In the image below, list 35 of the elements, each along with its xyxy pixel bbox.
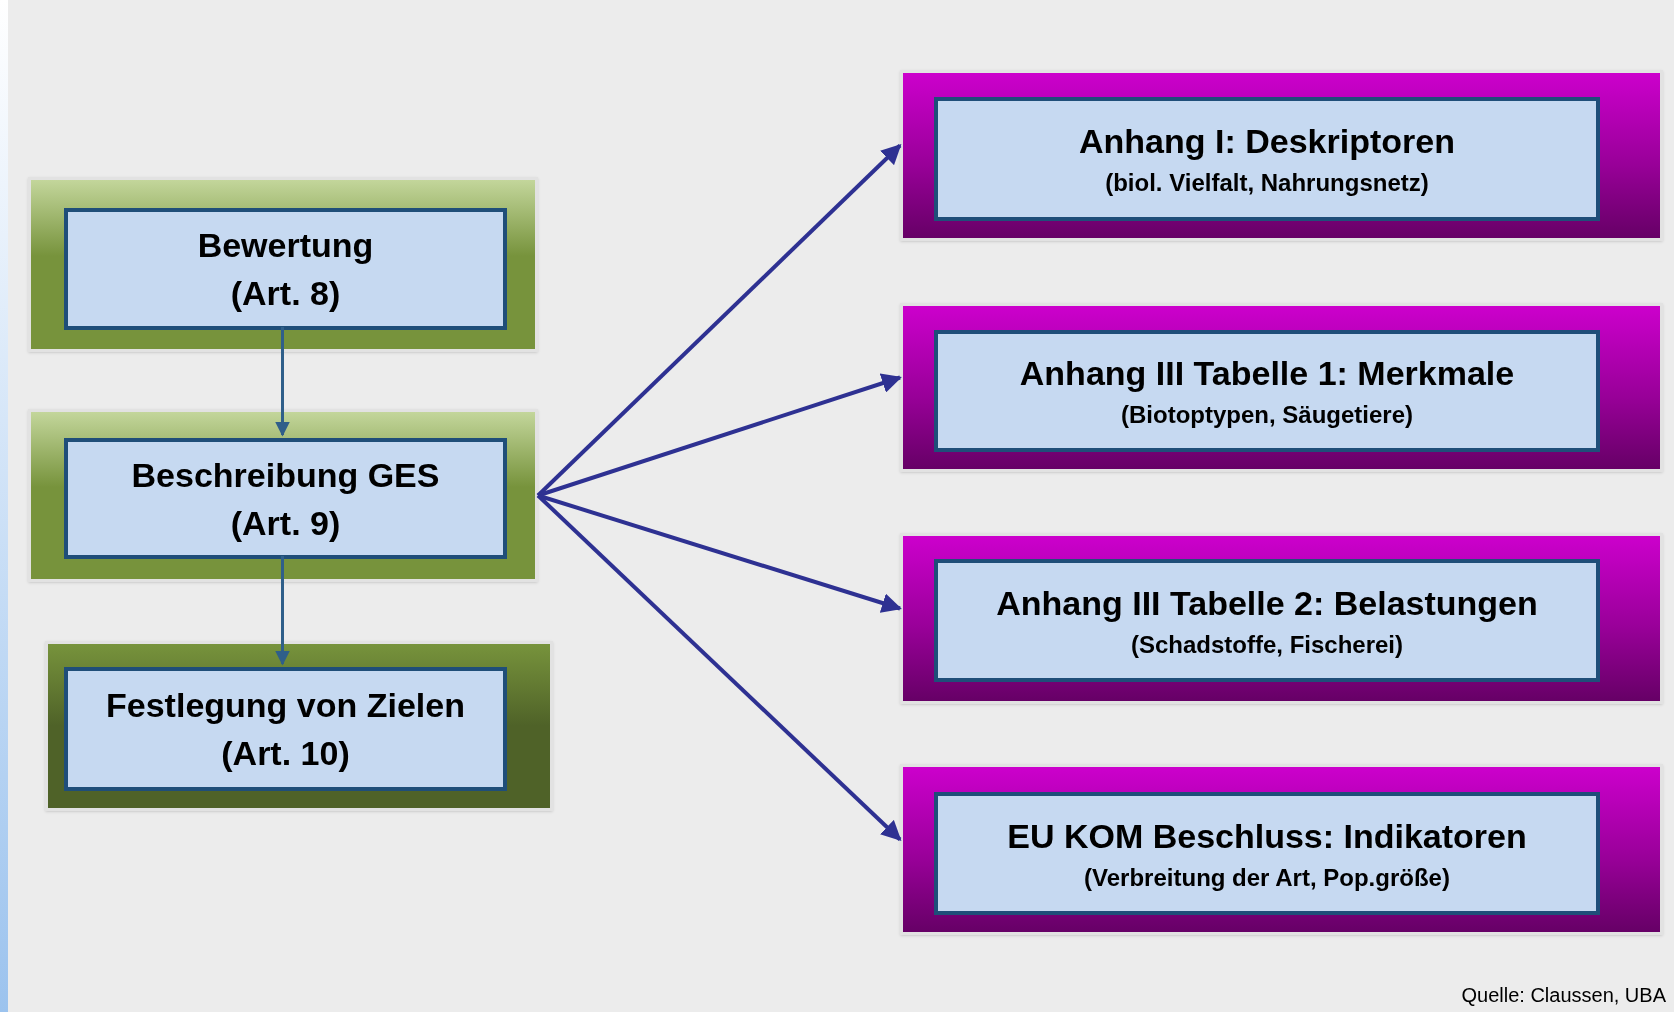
box-subtext: (Art. 9) xyxy=(230,502,341,544)
band-panel xyxy=(28,177,538,352)
box-heading: Anhang III Tabelle 1: Merkmale xyxy=(1019,353,1515,394)
band-panel xyxy=(900,533,1663,704)
text-box xyxy=(934,559,1600,682)
box-subtext: (biol. Vielfalt, Nahrungsnetz) xyxy=(1105,168,1429,198)
box-heading: Anhang I: Deskriptoren xyxy=(1079,121,1455,162)
text-box xyxy=(934,97,1600,221)
box-subtext: (Art. 10) xyxy=(221,733,350,774)
band-panel xyxy=(900,764,1663,935)
box-subtext: (Verbreitung der Art, Pop.größe) xyxy=(1084,862,1450,893)
band-panel xyxy=(900,70,1663,241)
box-subtext: (Art. 8) xyxy=(230,273,341,314)
band-panel xyxy=(28,409,538,582)
arrow xyxy=(536,494,902,841)
box-heading: Beschreibung GES xyxy=(131,454,440,496)
box-heading: EU KOM Beschluss: Indikatoren xyxy=(1007,815,1527,857)
text-box xyxy=(934,792,1600,915)
arrow xyxy=(275,327,290,437)
band-panel xyxy=(900,303,1663,472)
box-subtext: (Schadstoffe, Fischerei) xyxy=(1130,629,1404,660)
arrow xyxy=(536,144,902,497)
source-note: Quelle: Claussen, UBA xyxy=(1461,983,1666,1008)
text-box xyxy=(934,330,1600,452)
arrow xyxy=(275,556,290,666)
band-panel xyxy=(45,641,553,811)
box-heading: Anhang III Tabelle 2: Belastungen xyxy=(996,582,1538,624)
arrow xyxy=(537,493,902,613)
box-subtext: (Biotoptypen, Säugetiere) xyxy=(1121,400,1413,430)
box-heading: Festlegung von Zielen xyxy=(106,685,465,726)
box-heading: Bewertung xyxy=(197,225,374,266)
text-box xyxy=(64,438,507,559)
text-box xyxy=(64,208,507,330)
text-box xyxy=(64,667,507,791)
arrow xyxy=(537,373,902,498)
